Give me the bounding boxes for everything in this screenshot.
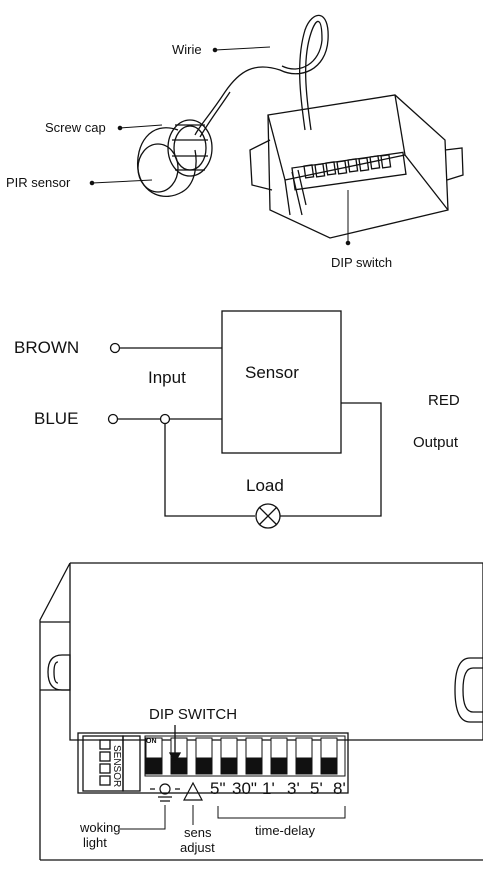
working-light-icon xyxy=(150,783,180,802)
switch-label-3m: 3' xyxy=(287,779,300,798)
brown-wire-label: BROWN xyxy=(14,338,80,357)
brown-terminal xyxy=(109,342,121,354)
load-loop-left xyxy=(164,423,255,517)
sens-label-1: sens xyxy=(184,825,212,840)
product-illustration xyxy=(136,14,464,239)
switch-label-8m: 8' xyxy=(333,779,346,798)
blue-junction xyxy=(159,413,171,425)
pir-dome xyxy=(136,127,197,197)
switch-label-5m: 5' xyxy=(310,779,323,798)
screw-cap-label: Screw cap xyxy=(45,120,106,135)
red-wire-label: RED xyxy=(428,392,460,409)
sensor-label: Sensor xyxy=(245,363,299,382)
terminal-module xyxy=(77,732,349,794)
working-light-label-2: light xyxy=(83,835,107,850)
housing-detail xyxy=(39,562,483,861)
load-label: Load xyxy=(246,476,284,495)
dip-cells xyxy=(303,154,392,179)
screw-cap-ring xyxy=(167,119,213,177)
working-light-label-1: woking xyxy=(80,820,121,835)
sensor-side-text: SENSOR xyxy=(111,745,122,788)
dip-switch-array xyxy=(144,735,346,777)
housing-outline xyxy=(39,562,483,860)
sens-adjust-icon xyxy=(183,781,203,801)
switch-label-1m: 1' xyxy=(262,779,275,798)
wire-cable xyxy=(194,14,329,136)
load-loop-right xyxy=(280,402,382,517)
housing-box xyxy=(267,94,449,239)
switch-label-30s: 30" xyxy=(232,779,257,798)
input-label: Input xyxy=(148,368,186,387)
on-marker: ON xyxy=(146,738,157,745)
blue-terminal xyxy=(107,413,119,425)
time-delay-label: time-delay xyxy=(255,823,315,838)
pir-sensor-label: PIR sensor xyxy=(6,175,71,190)
callouts-s1 xyxy=(89,46,351,246)
wiring-diagram xyxy=(107,310,382,529)
callouts-s3 xyxy=(120,805,346,830)
sens-label-2: adjust xyxy=(180,840,215,855)
output-label: Output xyxy=(413,434,459,451)
dip-switch-label: DIP switch xyxy=(331,255,393,270)
sensor-box xyxy=(221,310,342,454)
terminal-screws xyxy=(99,739,111,786)
wire-label: Wirie xyxy=(172,42,202,57)
dip-switch-heading: DIP SWITCH xyxy=(149,706,238,723)
blue-wire-label: BLUE xyxy=(34,409,79,428)
dip-switch-arrow xyxy=(168,725,182,764)
switch-label-5s: 5" xyxy=(210,779,226,798)
